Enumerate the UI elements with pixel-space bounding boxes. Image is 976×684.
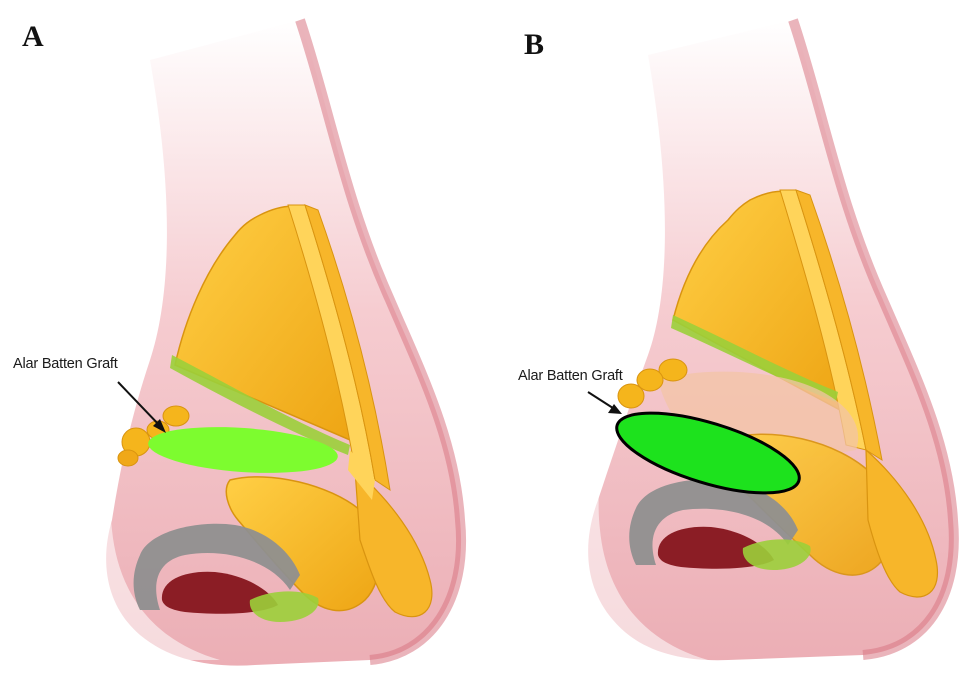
panel-a: A Alar Batten Graft [0,0,488,684]
panel-b: B Alar Batten Graft [488,0,976,684]
nose-illustration-b [488,0,976,684]
graft-label-a: Alar Batten Graft [13,356,118,372]
panel-letter-b: B [524,30,544,60]
graft-label-b: Alar Batten Graft [518,368,623,384]
nose-illustration-a [0,0,488,684]
panel-letter-a: A [22,22,44,52]
